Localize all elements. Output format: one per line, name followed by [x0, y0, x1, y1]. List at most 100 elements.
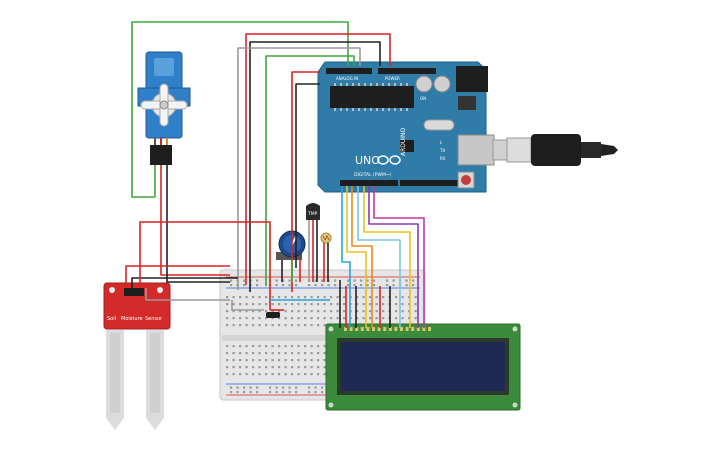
breadboard-hole — [310, 296, 313, 299]
lcd-pin — [372, 327, 375, 331]
breadboard-hole — [291, 366, 294, 369]
breadboard-hole — [271, 373, 274, 376]
breadboard-hole — [284, 324, 287, 327]
breadboard-hole — [226, 373, 229, 376]
breadboard-hole — [401, 296, 404, 299]
breadboard-hole — [243, 279, 246, 282]
breadboard-hole — [375, 310, 378, 313]
breadboard-hole — [347, 279, 350, 282]
on-led-label: ON — [420, 96, 426, 101]
breadboard-hole — [408, 303, 411, 306]
breadboard-hole — [291, 324, 294, 327]
breadboard-hole — [347, 284, 350, 287]
breadboard-hole — [232, 352, 235, 355]
usb-cable — [492, 134, 618, 166]
breadboard-hole — [405, 284, 408, 287]
breadboard-hole — [249, 386, 252, 389]
breadboard-hole — [373, 279, 376, 282]
breadboard-hole — [297, 324, 300, 327]
breadboard-hole — [256, 279, 259, 282]
breadboard-hole — [304, 310, 307, 313]
breadboard-hole — [291, 345, 294, 348]
breadboard-hole — [252, 324, 255, 327]
breadboard-hole — [375, 317, 378, 320]
breadboard-hole — [317, 373, 320, 376]
breadboard-hole — [265, 324, 268, 327]
breadboard-hole — [245, 296, 248, 299]
breadboard-hole — [284, 310, 287, 313]
breadboard-hole — [232, 303, 235, 306]
breadboard-hole — [271, 303, 274, 306]
breadboard-hole — [304, 303, 307, 306]
breadboard-hole — [226, 352, 229, 355]
breadboard-hole — [323, 373, 326, 376]
breadboard-hole — [288, 391, 291, 394]
breadboard-hole — [291, 359, 294, 362]
breadboard-hole — [356, 303, 359, 306]
breadboard-hole — [226, 303, 229, 306]
breadboard-hole — [327, 284, 330, 287]
breadboard-hole — [258, 366, 261, 369]
breadboard-hole — [282, 279, 285, 282]
breadboard-hole — [297, 366, 300, 369]
breadboard-hole — [343, 310, 346, 313]
breadboard-hole — [258, 373, 261, 376]
breadboard-hole — [256, 391, 259, 394]
breadboard-hole — [297, 352, 300, 355]
breadboard-hole — [258, 352, 261, 355]
breadboard-hole — [230, 279, 233, 282]
analog-in-label: ANALOG IN — [336, 76, 358, 81]
breadboard-hole — [271, 359, 274, 362]
breadboard-hole — [310, 310, 313, 313]
breadboard-hole — [304, 366, 307, 369]
breadboard-hole — [265, 373, 268, 376]
breadboard-hole — [297, 373, 300, 376]
breadboard-hole — [258, 345, 261, 348]
breadboard-hole — [304, 296, 307, 299]
breadboard-hole — [243, 284, 246, 287]
resistor — [266, 312, 280, 318]
breadboard-hole — [239, 296, 242, 299]
breadboard-hole — [343, 303, 346, 306]
breadboard-hole — [245, 366, 248, 369]
breadboard-hole — [297, 310, 300, 313]
breadboard-hole — [239, 359, 242, 362]
breadboard-hole — [245, 359, 248, 362]
breadboard-hole — [304, 324, 307, 327]
breadboard-hole — [284, 366, 287, 369]
breadboard-hole — [278, 366, 281, 369]
breadboard-hole — [405, 279, 408, 282]
lcd-header-pins — [344, 327, 431, 331]
breadboard-hole — [258, 310, 261, 313]
breadboard-hole — [334, 284, 337, 287]
breadboard-hole — [386, 279, 389, 282]
breadboard-hole — [295, 391, 298, 394]
breadboard-hole — [284, 296, 287, 299]
breadboard-hole — [304, 359, 307, 362]
breadboard-hole — [256, 284, 259, 287]
arduino-uno-board: UNO ARDUINO DIGITAL (PWM~) ANALOG IN POW… — [317, 61, 495, 193]
breadboard-hole — [310, 359, 313, 362]
breadboard-hole — [297, 359, 300, 362]
lcd-pin — [428, 327, 431, 331]
breadboard-hole — [386, 284, 389, 287]
breadboard-hole — [245, 373, 248, 376]
breadboard-hole — [343, 296, 346, 299]
breadboard-hole — [362, 296, 365, 299]
breadboard-hole — [330, 317, 333, 320]
breadboard-hole — [353, 284, 356, 287]
breadboard-hole — [366, 279, 369, 282]
lcd-pin — [366, 327, 370, 331]
breadboard-hole — [336, 296, 339, 299]
lcd-pin — [411, 327, 415, 331]
breadboard-hole — [252, 373, 255, 376]
breadboard-hole — [317, 317, 320, 320]
breadboard-hole — [230, 386, 233, 389]
rx-label: RX — [440, 156, 446, 161]
breadboard-hole — [310, 366, 313, 369]
breadboard-hole — [317, 310, 320, 313]
breadboard-hole — [304, 317, 307, 320]
breadboard-hole — [323, 303, 326, 306]
arduino-brand-text: ARDUINO — [400, 127, 407, 156]
